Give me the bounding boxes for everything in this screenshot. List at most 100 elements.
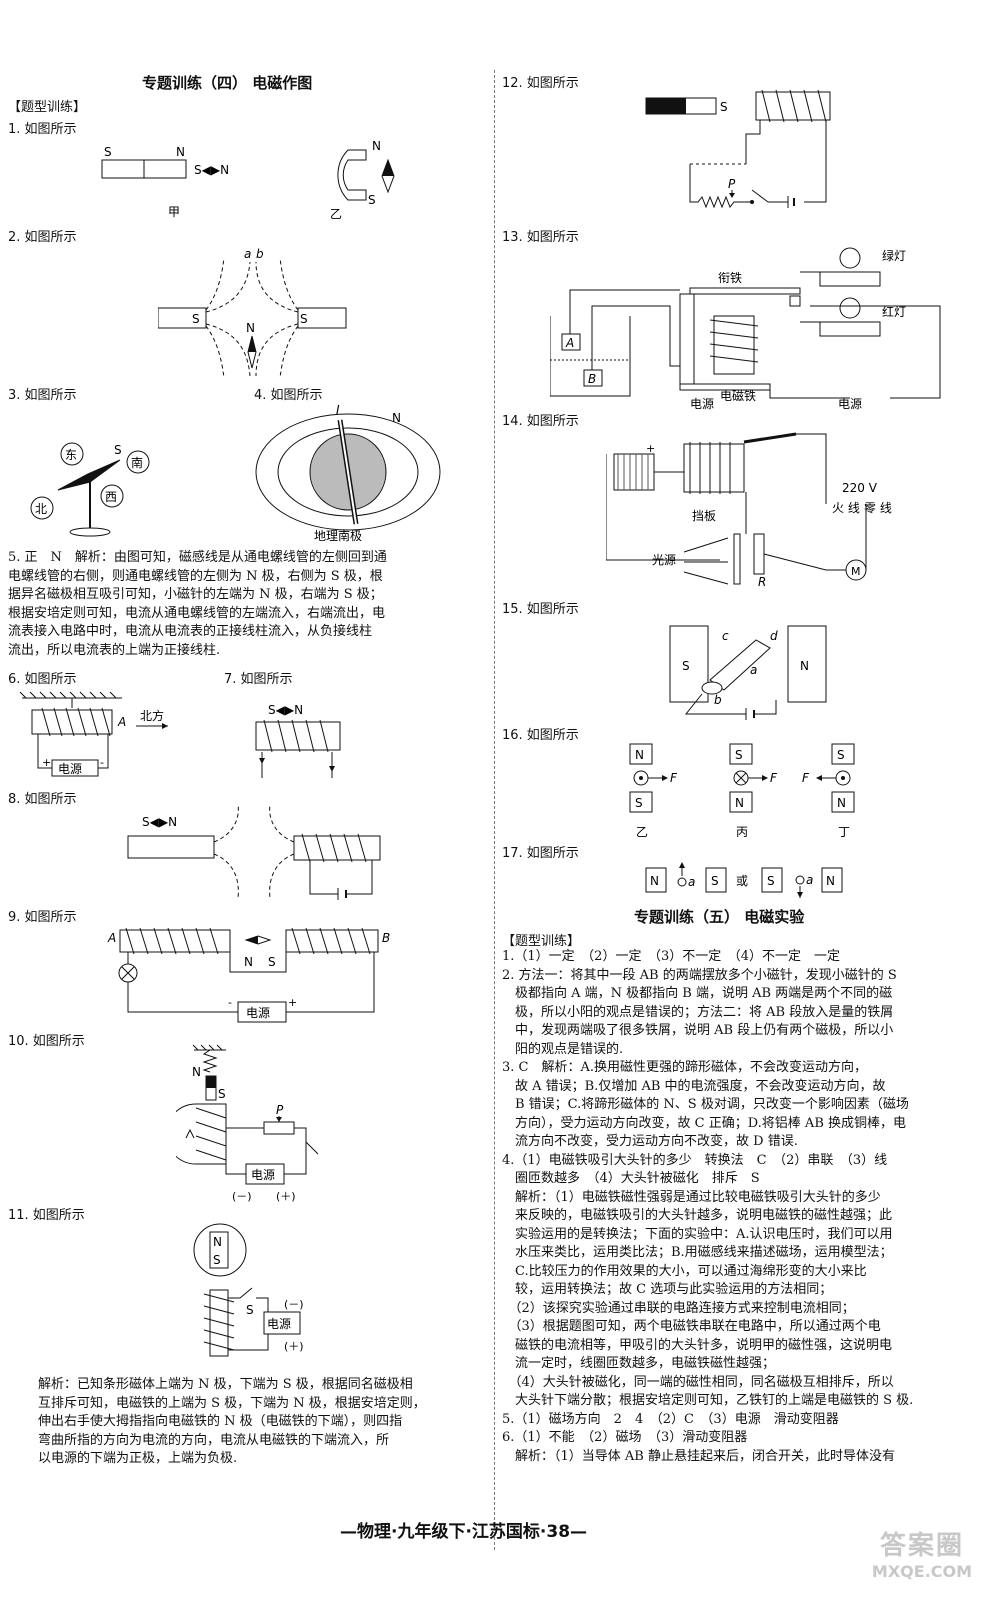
q11-line: 伸出右手使大拇指指向电磁铁的 N 极（电磁铁的下端），则四指 (38, 1414, 403, 1429)
q1-s: S (104, 145, 112, 159)
q11-figure: N S S 电源 (－) (＋) (193, 1223, 304, 1357)
tag-label: 【题型训练】 (8, 100, 87, 115)
q2-figure: a b S S N (158, 247, 347, 379)
q7-figure: S◀▶N (255, 703, 341, 778)
q2-a: a (244, 247, 251, 261)
answer-line: 2. 方法一：将其中一段 AB 的两端摆放多个小磁针，发现小磁针的 S (502, 967, 897, 983)
answer-line: （4）大头针被磁化，同一端的磁性相同，同名磁极互相排斥，所以 (502, 1374, 894, 1390)
q5-line: 电螺线管的右侧，则通电螺线管的左侧为 N 极，右侧为 S 极，根 (8, 568, 383, 584)
watermark-logo: 答案圈 MXQE.COM (862, 1525, 982, 1581)
q15-s: S (682, 659, 690, 673)
q9-minus: - (228, 996, 232, 1009)
q9-plus: + (288, 996, 297, 1009)
answer-line: 圈匝数越多 （4）大头针被磁化 排斥 S (502, 1171, 760, 1186)
answer-line: 中，发现两端吸了很多铁屑，说明 AB 段上仍有两个磁极，所以小 (502, 1023, 894, 1038)
q5-line: 5. 正 N 解析：由图可知，磁感线是从通电螺线管的左侧回到通 (8, 550, 387, 565)
q10-n: N (192, 1065, 201, 1079)
answer-line: 解析：（1）当导体 AB 静止悬挂起来后，闭合开关，此时导体没有 (502, 1448, 895, 1464)
q1-jia: 甲 (168, 205, 180, 219)
q10-power: 电源 (251, 1168, 275, 1182)
q16-g2bot: N (735, 796, 744, 810)
q16-g1bot: S (635, 796, 643, 810)
q3-bei: 北 (35, 502, 47, 516)
answers-section-5: 1.（1）一定 （2）一定 （3）不一定 （4）不一定 一定 2. 方法一：将其… (502, 948, 992, 1466)
answer-line: （2）该探究实验通过串联的电路连接方式来控制电流相同； (502, 1300, 855, 1316)
q15-label: 15. 如图所示 (502, 602, 579, 617)
q17-huo: 或 (736, 874, 748, 888)
q4-i: I (336, 403, 340, 417)
q16-yi: 乙 (636, 825, 648, 839)
page-footer: —物理·九年级下·江苏国标·38— (340, 1522, 588, 1542)
q1-n: N (176, 145, 185, 159)
section-heading-5: 专题训练（五） 电磁实验 (634, 908, 805, 926)
q13-b: B (588, 372, 596, 386)
answer-line: 磁铁的电流相等，甲吸引的大头针多，说明甲的磁性强，这说明电 (502, 1337, 893, 1353)
q11-line: 弯曲所指的方向为电流的方向，电流从电磁铁的下端流入，所 (38, 1432, 390, 1448)
q16-ding: 丁 (838, 825, 850, 839)
q17-s1: S (711, 874, 719, 888)
watermark-text: 答案圈 (879, 1531, 964, 1561)
answer-line: 5.（1）磁场方向 2 4 （2）C （3）电源 滑动变阻器 (502, 1411, 839, 1427)
watermark-url: MXQE.COM (871, 1562, 973, 1581)
q1-label: 1. 如图所示 (8, 122, 77, 137)
answer-line: 阳的观点是错误的. (502, 1041, 624, 1057)
q11-s: S (213, 1253, 221, 1267)
answer-line: （3）根据题图可知，两个电磁铁串联在电路中，所以通过两个电 (502, 1319, 881, 1334)
answer-line: 实验运用的是转换法；下面的实验中：A.认识电压时，我们可以用 (502, 1226, 893, 1242)
q17-a1: a (688, 875, 695, 889)
answer-line: 较，运用转换法；故 C 选项与此实验运用的方法相同； (502, 1282, 833, 1297)
q5-line: 根据安培定则可知，电流从通电螺线管的左端流入，右端流出，电 (8, 605, 386, 621)
q14-figure: + 220 V 火 线 零 线 挡板 光源 R M (606, 432, 892, 589)
q13-power2: 电源 (838, 397, 862, 410)
q4-figure: N I 地理南极 (255, 403, 441, 543)
answer-line: 流方向不改变，受力运动方向不改变，故 D 错误. (502, 1134, 798, 1149)
q13-green: 绿灯 (882, 248, 906, 263)
answer-line: 方向），受力运动方向改变，故 C 正确；D.将铝棒 AB 换成铜棒，电 (502, 1115, 907, 1131)
q16-g1top: N (635, 748, 644, 762)
answer-line: 极都指向 A 端，N 极都指向 B 端，说明 AB 两端是两个不同的磁 (502, 986, 893, 1001)
column-divider (494, 70, 495, 1550)
q12-figure: S P (645, 89, 831, 209)
q2-b: b (256, 247, 264, 261)
q11-plus: (＋) (284, 1340, 304, 1353)
answer-line: 6.（1）不能 （2）磁场 （3）滑动变阻器 (502, 1430, 748, 1445)
q17-n2: N (826, 874, 835, 888)
q14-m: M (851, 565, 861, 578)
q4-south: 地理南极 (314, 528, 362, 543)
q17-a2: a (806, 873, 813, 887)
q9-figure: A B N S 电源 - + (107, 927, 390, 1023)
q10-minus: (－) (232, 1190, 252, 1203)
answer-line: 4.（1）电磁铁吸引大头针的多少 转换法 C （2）串联 （3）线 (502, 1152, 888, 1168)
q9-n: N (244, 955, 253, 969)
q4-label: 4. 如图所示 (254, 388, 323, 403)
q6-north: 北方 (140, 708, 164, 723)
answer-line: 故 A 错误；B.仅增加 AB 中的电流强度，不会改变运动方向，故 (502, 1078, 886, 1094)
q8-compass: S◀▶N (142, 815, 177, 829)
q15-n: N (800, 659, 809, 673)
q17-figure: N a S 或 S a N (645, 862, 843, 898)
q10-s: S (218, 1087, 226, 1101)
q13-label: 13. 如图所示 (502, 230, 579, 245)
answer-line: 来反映的，电磁铁吸引的大头针越多，说明电磁铁的磁性越强；此 (502, 1208, 893, 1223)
q14-label: 14. 如图所示 (502, 414, 579, 429)
q11-analysis: 解析：已知条形磁体上端为 N 极，下端为 S 极，根据同名磁极相 互排斥可知，电… (38, 1376, 486, 1469)
q16-g3top: S (837, 748, 845, 762)
q13-figure: 衔铁 绿灯 红灯 电磁铁 A B 电源 电源 (550, 247, 941, 410)
q3-label: 3. 如图所示 (8, 388, 77, 403)
q3-s: S (114, 443, 122, 457)
q2-label: 2. 如图所示 (8, 230, 77, 245)
q1-u-n: N (372, 139, 381, 153)
q17-label: 17. 如图所示 (502, 846, 579, 861)
q14-light: 光源 (652, 553, 676, 567)
q14-baffle: 挡板 (692, 509, 716, 523)
q3-xi: 西 (105, 490, 117, 504)
q10-figure: N S P 电源 (－) (＋) (176, 1044, 319, 1203)
q2-s2: S (300, 312, 308, 326)
q7-compass: S◀▶N (268, 703, 303, 717)
q1-yi: 乙 (330, 207, 342, 221)
q12-label: 12. 如图所示 (502, 76, 579, 91)
q8-figure: S◀▶N (127, 803, 381, 900)
q3-dong: 东 (65, 448, 77, 462)
q11-n: N (213, 1235, 222, 1249)
q1-figure: S N S◀▶N 甲 N S 乙 (101, 139, 395, 221)
